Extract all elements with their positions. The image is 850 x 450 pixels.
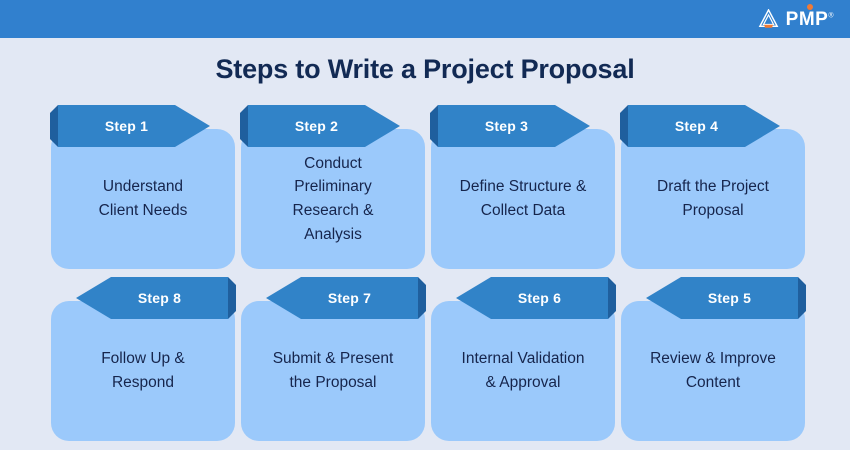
page-title: Steps to Write a Project Proposal <box>215 54 635 84</box>
arrow-left-shape <box>456 277 616 319</box>
arrow-left-shape <box>266 277 426 319</box>
step-description: Understand Client Needs <box>98 178 188 219</box>
step-panel: Define Structure & Collect Data <box>431 129 615 269</box>
step-panel: Understand Client Needs <box>51 129 235 269</box>
step-description: Review & Improve Content <box>650 350 776 391</box>
step-description: Submit & Present the Proposal <box>272 350 394 391</box>
step-arrow-banner <box>641 277 806 319</box>
step-description: Define Structure & Collect Data <box>459 178 587 219</box>
top-header-bar: PMP® <box>0 0 850 38</box>
arrow-right-shape <box>50 105 210 147</box>
brand-name: PMP® <box>785 3 834 30</box>
arrow-right-shape <box>620 105 780 147</box>
step-description: Conduct Preliminary Research & Analysis <box>292 154 374 243</box>
mountain-triangle-icon <box>758 9 779 28</box>
step-panel: Internal Validation & Approval <box>431 301 615 441</box>
step-arrow-banner <box>620 105 785 147</box>
brand-dot-icon <box>806 3 813 10</box>
arrow-left-shape <box>76 277 236 319</box>
arrow-left-shape <box>646 277 806 319</box>
arrow-right-shape <box>430 105 590 147</box>
step-panel: Draft the Project Proposal <box>621 129 805 269</box>
step-panel: Follow Up & Respond <box>51 301 235 441</box>
brand-trademark: ® <box>828 12 834 20</box>
brand-logo: PMP® <box>758 3 834 30</box>
step-description: Draft the Project Proposal <box>657 178 769 219</box>
step-arrow-banner <box>261 277 426 319</box>
step-description: Internal Validation & Approval <box>461 350 585 391</box>
step-arrow-banner <box>71 277 236 319</box>
step-arrow-banner <box>451 277 616 319</box>
step-arrow-banner <box>50 105 215 147</box>
step-description: Follow Up & Respond <box>101 350 185 391</box>
step-panel: Review & Improve Content <box>621 301 805 441</box>
step-arrow-banner <box>430 105 595 147</box>
arrow-right-shape <box>240 105 400 147</box>
step-arrow-banner <box>240 105 405 147</box>
step-panel: Submit & Present the Proposal <box>241 301 425 441</box>
brand-name-text: PMP <box>785 8 829 30</box>
step-panel: Conduct Preliminary Research & Analysis <box>241 129 425 269</box>
